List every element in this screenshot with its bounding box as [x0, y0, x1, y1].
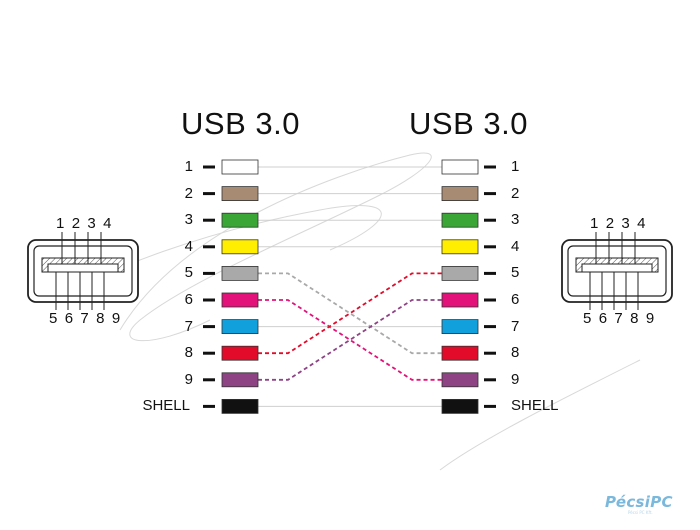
- left-pin-label-1: 1: [184, 158, 193, 175]
- wire-group: [258, 166, 442, 407]
- wire-5-to-8: [258, 272, 442, 355]
- right-pin-label-7: 7: [511, 317, 520, 335]
- right-pin-label-shell: SHELL: [511, 397, 559, 415]
- right-pin-block-9: [441, 372, 479, 388]
- right-pin-label-9: 9: [511, 370, 520, 388]
- right-pin-label-2: 2: [511, 184, 520, 202]
- left-pin-block-7: [221, 319, 259, 335]
- left-pin-label-8: 8: [184, 344, 193, 362]
- right-pin-block-3: [441, 212, 479, 228]
- wire-9-to-6: [258, 299, 442, 381]
- left-pin-block-8: [221, 345, 259, 361]
- left-pin-block-9: [221, 372, 259, 388]
- right-pin-label-6: 6: [511, 291, 520, 308]
- left-pin-label-7: 7: [184, 317, 193, 335]
- left-pin-label-shell: SHELL: [142, 397, 190, 415]
- right-connector-top-pins: 1 2 3 4: [590, 215, 648, 232]
- pin-marks-group: [203, 159, 496, 414]
- left-pin-block-4: [221, 239, 259, 255]
- right-usb-connector-face: [561, 232, 673, 310]
- right-pin-block-2: [441, 186, 479, 202]
- right-connector-bottom-pins: 5 6 7 8 9: [583, 310, 656, 327]
- right-pin-block-7: [441, 319, 479, 335]
- left-pin-block-1: [221, 159, 259, 175]
- right-connector-title: USB 3.0: [409, 106, 528, 141]
- left-connector-top-pins: 1 2 3 4: [56, 215, 114, 232]
- left-pin-block-5: [221, 265, 259, 281]
- left-pin-label-6: 6: [184, 291, 193, 308]
- left-pin-block-shell: [221, 398, 259, 414]
- right-pin-block-1: [441, 159, 479, 175]
- wire-8-to-5: [258, 272, 442, 355]
- left-pin-label-3: 3: [184, 211, 193, 229]
- right-pin-label-8: 8: [511, 344, 520, 362]
- left-pin-label-4: 4: [184, 237, 193, 255]
- left-pin-block-6: [221, 292, 259, 308]
- wire-6-to-9: [258, 299, 442, 381]
- left-usb-connector-face: [27, 232, 139, 310]
- right-pin-block-shell: [441, 398, 479, 414]
- right-pin-label-5: 5: [511, 264, 520, 282]
- right-pin-block-6: [441, 292, 479, 308]
- pecsipc-logo: PécsiPC: [605, 493, 673, 511]
- pecsipc-logo-subtext: Pécsi PC Kft.: [628, 510, 653, 515]
- left-pin-label-2: 2: [184, 184, 193, 202]
- left-pin-label-9: 9: [184, 370, 193, 388]
- right-pin-label-1: 1: [511, 158, 520, 175]
- left-pin-label-5: 5: [184, 264, 193, 282]
- right-pin-label-4: 4: [511, 237, 520, 255]
- right-pin-block-4: [441, 239, 479, 255]
- right-pin-label-3: 3: [511, 211, 520, 229]
- left-pin-block-3: [221, 212, 259, 228]
- left-connector-title: USB 3.0: [181, 106, 300, 141]
- left-connector-bottom-pins: 5 6 7 8 9: [49, 310, 122, 327]
- left-pin-block-2: [221, 186, 259, 202]
- right-pin-block-5: [441, 265, 479, 281]
- right-pin-block-8: [441, 345, 479, 361]
